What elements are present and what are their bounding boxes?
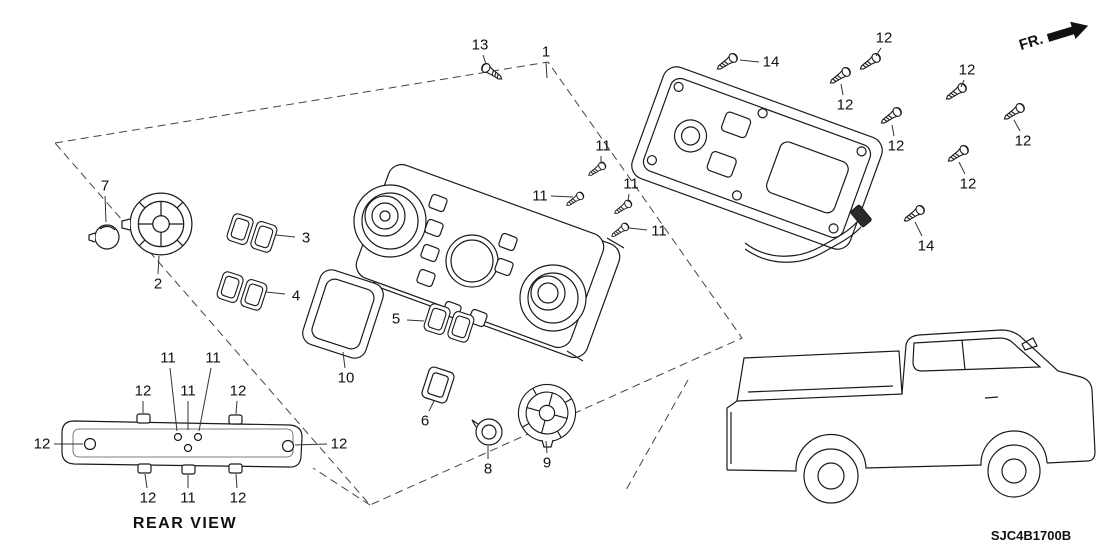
callout-11: 11 (180, 490, 196, 507)
bezel-10 (302, 269, 384, 359)
leader-line (958, 161, 966, 175)
rocker-4 (215, 270, 269, 312)
leader-line (428, 400, 435, 412)
leader-line (545, 61, 548, 79)
screw-12-icon (857, 51, 883, 74)
callout-7: 7 (101, 178, 109, 195)
leader-line (891, 124, 895, 137)
callout-1: 1 (542, 44, 550, 61)
callout-12: 12 (230, 383, 247, 400)
screw-13-icon (479, 61, 505, 84)
leader-line (627, 193, 630, 203)
callout-11: 11 (180, 383, 196, 400)
leader-line (914, 221, 923, 237)
callout-12: 12 (331, 436, 348, 453)
leader-line (550, 195, 574, 198)
callout-11: 11 (595, 138, 611, 155)
leader-line (157, 255, 160, 275)
truck-illustration (726, 329, 1096, 504)
screw-12-icon (945, 143, 971, 166)
callout-11: 11 (532, 188, 548, 205)
screw-14-icon (901, 203, 927, 226)
leader-line (265, 291, 286, 295)
screw-12-icon (827, 65, 853, 88)
callout-8: 8 (484, 461, 492, 478)
leader-line (1013, 119, 1021, 132)
screw-11-icon (609, 221, 631, 240)
callout-11: 11 (651, 223, 667, 240)
leader-line (875, 47, 882, 57)
leader-line (342, 351, 346, 369)
callout-9: 9 (543, 455, 551, 472)
screw-14-icon (714, 51, 740, 74)
rocker-3 (225, 212, 279, 254)
callout-12: 12 (876, 30, 893, 47)
callout-12: 12 (1015, 133, 1032, 150)
leader-line (104, 195, 107, 223)
leader-line (169, 367, 178, 432)
leader-line (628, 227, 648, 231)
callout-11: 11 (205, 350, 221, 367)
leader-line (960, 79, 965, 88)
callout-2: 2 (154, 276, 162, 293)
leader-line (275, 234, 296, 238)
callout-12: 12 (960, 176, 977, 193)
callout-14: 14 (918, 238, 935, 255)
callout-12: 12 (140, 490, 157, 507)
harness-connector (850, 204, 872, 228)
fr-direction: FR. (1017, 21, 1089, 54)
leader-line (144, 473, 148, 489)
screw-11-icon (612, 198, 634, 217)
callout-4: 4 (292, 288, 300, 305)
leader-line (482, 54, 487, 65)
knob-2 (121, 192, 193, 256)
screw-12-icon (1001, 101, 1027, 124)
screw-12-icon (878, 105, 904, 128)
leader-line (840, 83, 844, 96)
leader-line (235, 473, 238, 489)
leader-line (545, 440, 548, 454)
knob-9 (511, 377, 583, 449)
button-6 (421, 366, 455, 404)
callout-12: 12 (34, 436, 51, 453)
rear-view-label: REAR VIEW (133, 515, 237, 532)
screw-11-icon (564, 190, 586, 209)
callout-5: 5 (392, 311, 400, 328)
dashed-guides (54, 61, 743, 506)
callout-3: 3 (302, 230, 310, 247)
callout-13: 13 (472, 37, 489, 54)
screw-12-icon (943, 81, 969, 104)
callout-11: 11 (623, 176, 639, 193)
diagram-code: SJC4B1700B (991, 528, 1071, 543)
callout-12: 12 (230, 490, 247, 507)
callout-10: 10 (338, 370, 355, 387)
rear-housing (631, 66, 883, 263)
wire-harness (744, 204, 872, 263)
fr-label: FR. (1017, 31, 1045, 54)
leader-line (294, 443, 328, 446)
callout-11: 11 (160, 350, 176, 367)
rear-view-panel (61, 413, 303, 475)
cap-8 (471, 418, 503, 446)
leader-line (198, 367, 212, 432)
callout-12: 12 (959, 62, 976, 79)
callout-12: 12 (888, 138, 905, 155)
callout-6: 6 (421, 413, 429, 430)
fr-arrow-icon (1046, 21, 1089, 42)
callout-12: 12 (837, 97, 854, 114)
cap-7 (88, 224, 120, 250)
callout-12: 12 (135, 383, 152, 400)
leader-line (406, 319, 425, 322)
leader-line (235, 400, 238, 415)
screw-11-icon (586, 160, 608, 179)
callout-14: 14 (763, 54, 780, 71)
front-control-unit (353, 163, 625, 362)
leader-line (739, 59, 760, 63)
